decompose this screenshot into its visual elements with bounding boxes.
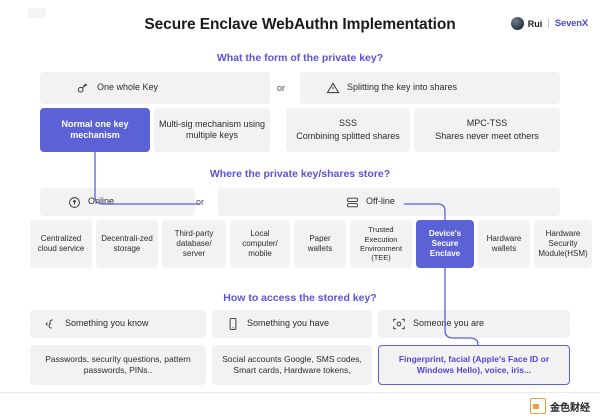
- decorative-corner-block: [28, 8, 46, 18]
- card-multi-sig[interactable]: Multi-sig mechanism using multiple keys: [154, 108, 270, 152]
- server-icon: [346, 196, 359, 209]
- option-something-you-have-label: Something you have: [247, 318, 330, 329]
- card-tee-label: Trusted Execution Environment (TEE): [359, 225, 403, 263]
- option-someone-you-are[interactable]: Someone you are: [378, 310, 570, 338]
- card-local-computer-mobile-label: Local computer/ mobile: [242, 229, 278, 258]
- card-decentralized-storage[interactable]: Decentrali-zed storage: [96, 220, 158, 268]
- card-hardware-wallets[interactable]: Hardware wallets: [478, 220, 530, 268]
- option-one-whole-key[interactable]: One whole Key: [40, 72, 270, 104]
- card-third-party-database-label: Third-party database/ server: [174, 229, 214, 258]
- phone-icon: [226, 317, 240, 331]
- card-centralized-cloud-label: Centralized cloud service: [37, 234, 85, 253]
- section-2-question: Where the private key/shares store?: [209, 168, 391, 180]
- card-mpc-tss[interactable]: MPC-TSS Shares never meet others: [414, 108, 560, 152]
- page-header: Secure Enclave WebAuthn Implementation R…: [0, 16, 600, 38]
- option-something-you-know[interactable]: Something you know: [30, 310, 206, 338]
- jinse-logo-icon: [530, 398, 546, 414]
- footer-bar: 金色财经: [0, 392, 600, 419]
- card-passwords-label: Passwords, security questions, pattern p…: [45, 354, 191, 375]
- option-online-label: Online: [88, 196, 115, 207]
- card-third-party-database[interactable]: Third-party database/ server: [162, 220, 226, 268]
- card-paper-wallets-label: Paper wallets: [307, 234, 333, 253]
- card-passwords[interactable]: Passwords, security questions, pattern p…: [30, 345, 206, 385]
- card-biometrics[interactable]: Fingerprint, facial (Apple's Face ID or …: [378, 345, 570, 385]
- card-tee[interactable]: Trusted Execution Environment (TEE): [350, 220, 412, 268]
- card-paper-wallets[interactable]: Paper wallets: [294, 220, 346, 268]
- option-something-you-know-label: Something you know: [65, 318, 149, 329]
- card-social-accounts-label: Social accounts Google, SMS codes, Smart…: [222, 354, 362, 375]
- card-hsm-label: Hardware Security Module(HSM): [538, 229, 588, 258]
- card-hardware-wallets-label: Hardware wallets: [486, 234, 522, 253]
- card-multi-sig-label: Multi-sig mechanism using multiple keys: [158, 118, 266, 140]
- card-local-computer-mobile[interactable]: Local computer/ mobile: [230, 220, 290, 268]
- card-normal-one-key-label: Normal one key mechanism: [61, 118, 129, 140]
- author-name: Rui: [527, 18, 543, 29]
- cloud-upload-icon: [68, 196, 81, 209]
- card-sss-desc: Combining splitted shares: [296, 131, 400, 141]
- card-device-secure-enclave-label: Device's Secure Enclave: [428, 229, 462, 258]
- section-1-question: What the form of the private key?: [216, 52, 384, 64]
- card-decentralized-storage-label: Decentrali-zed storage: [101, 234, 153, 253]
- option-split-key-label: Splitting the key into shares: [347, 82, 458, 93]
- page-title: Secure Enclave WebAuthn Implementation: [144, 16, 456, 33]
- option-one-whole-key-label: One whole Key: [97, 82, 159, 93]
- option-offline-label: Off-line: [366, 196, 395, 207]
- card-sss[interactable]: SSS Combining splitted shares: [286, 108, 410, 152]
- face-scan-icon: [392, 317, 406, 331]
- footer-label: 金色财经: [550, 402, 590, 414]
- warning-triangle-icon: [326, 81, 340, 95]
- brand-credit: Rui | SevenX: [510, 17, 588, 30]
- card-hsm[interactable]: Hardware Security Module(HSM): [534, 220, 592, 268]
- brain-icon: [44, 317, 58, 331]
- footer-brand: 金色财经: [530, 398, 590, 414]
- card-biometrics-label: Fingerprint, facial (Apple's Face ID or …: [398, 354, 550, 375]
- section-3-question: How to access the stored key?: [223, 292, 377, 304]
- option-offline[interactable]: Off-line: [218, 188, 560, 216]
- option-someone-you-are-label: Someone you are: [413, 318, 485, 329]
- card-mpc-tss-desc: Shares never meet others: [435, 131, 539, 141]
- card-social-accounts[interactable]: Social accounts Google, SMS codes, Smart…: [212, 345, 372, 385]
- card-sss-title: SSS: [338, 117, 357, 128]
- card-mpc-tss-title: MPC-TSS: [466, 117, 508, 128]
- section-1-or: or: [277, 83, 286, 93]
- key-icon: [76, 81, 90, 95]
- section-2-or: or: [196, 197, 205, 207]
- option-split-key[interactable]: Splitting the key into shares: [300, 72, 560, 104]
- org-name: SevenX: [554, 18, 588, 29]
- card-centralized-cloud[interactable]: Centralized cloud service: [30, 220, 92, 268]
- card-normal-one-key[interactable]: Normal one key mechanism: [40, 108, 150, 152]
- avatar-icon: [510, 17, 524, 30]
- card-device-secure-enclave[interactable]: Device's Secure Enclave: [416, 220, 474, 268]
- option-something-you-have[interactable]: Something you have: [212, 310, 372, 338]
- option-online[interactable]: Online: [40, 188, 195, 216]
- brand-separator: |: [547, 18, 550, 29]
